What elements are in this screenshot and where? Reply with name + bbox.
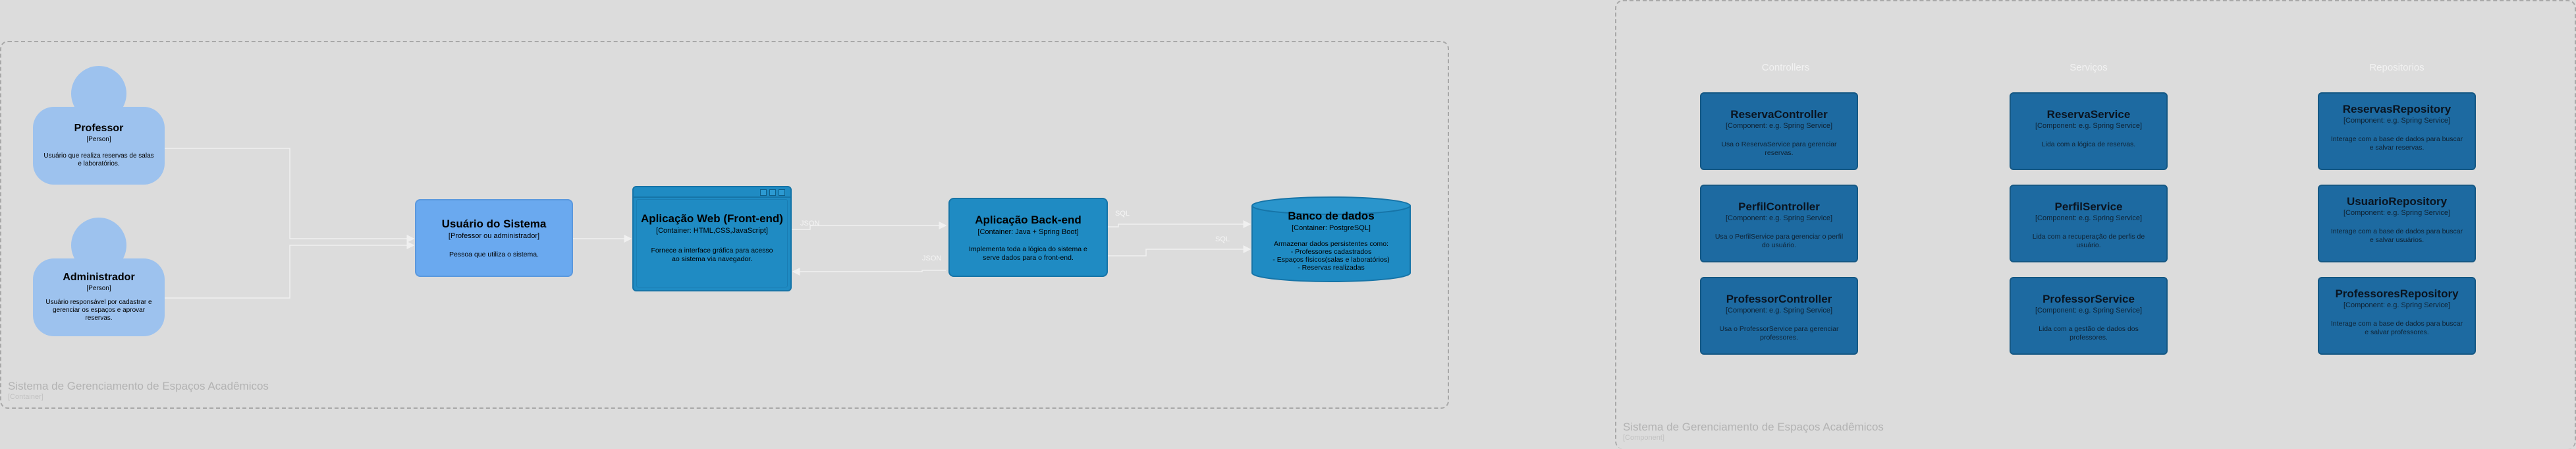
component-type: [Component: e.g. Spring Service] [2343, 301, 2451, 309]
component-perfil-controller[interactable]: PerfilController [Component: e.g. Spring… [1700, 185, 1858, 262]
edge-label-back-to-db-bottom: SQL [1215, 235, 1230, 243]
box-description: Pessoa que utiliza o sistema. [449, 251, 539, 258]
component-title: ProfessoresRepository [2335, 287, 2459, 300]
component-professores-repository[interactable]: ProfessoresRepository [Component: e.g. S… [2318, 277, 2476, 355]
edge-professor-to-usuario [165, 148, 415, 243]
box-title: Aplicação Web (Front-end) [641, 212, 783, 225]
edge-label-back-to-db-top: SQL [1115, 210, 1130, 218]
component-title: ProfessorController [1726, 293, 1832, 305]
component-type: [Component: e.g. Spring Service] [2343, 117, 2451, 125]
component-description: Interage com a base de dados para buscar… [2330, 320, 2463, 336]
column-header-servicos: Serviços [2069, 62, 2108, 73]
person-description: Usuário responsável por cadastrar e gere… [45, 299, 152, 322]
component-perfil-service[interactable]: PerfilService [Component: e.g. Spring Se… [2010, 185, 2168, 262]
edge-label-back-to-front: JSON [922, 254, 942, 262]
component-reserva-controller[interactable]: ReservaController [Component: e.g. Sprin… [1700, 92, 1858, 170]
component-description: Usa o ReservaService para gerenciar rese… [1721, 140, 1837, 157]
component-description: Interage com a base de dados para buscar… [2330, 135, 2463, 152]
component-type: [Component: e.g. Spring Service] [2035, 122, 2143, 130]
component-title: ReservaService [2046, 108, 2131, 121]
box-description: Fornece a interface gráfica para acesso … [651, 247, 773, 263]
browser-dot-icon [760, 189, 767, 196]
edge-label-front-to-back: JSON [800, 220, 820, 227]
component-professor-service[interactable]: ProfessorService [Component: e.g. Spring… [2010, 277, 2168, 355]
component-description: Usa o PerfilService para gerenciar o per… [1714, 233, 1844, 249]
box-type: [Container: Java + Spring Boot] [977, 228, 1079, 236]
person-name: Professor [74, 123, 124, 134]
box-type: [Container: PostgreSQL] [1292, 224, 1371, 232]
component-type: [Component: e.g. Spring Service] [2035, 307, 2143, 314]
component-boundary: Sistema de Gerenciamento de Espaços Acad… [1615, 0, 2576, 449]
component-type: [Component: e.g. Spring Service] [1725, 307, 1833, 314]
component-reservas-repository[interactable]: ReservasRepository [Component: e.g. Spri… [2318, 92, 2476, 170]
box-type: [Container: HTML,CSS,JavaScript] [656, 227, 768, 235]
component-description: Interage com a base de dados para buscar… [2330, 227, 2463, 244]
component-type: [Component: e.g. Spring Service] [1725, 214, 1833, 222]
component-usuario-repository[interactable]: UsuarioRepository [Component: e.g. Sprin… [2318, 185, 2476, 262]
component-description: Lida com a lógica de reservas. [2041, 140, 2136, 148]
edge-admin-to-usuario [165, 241, 415, 299]
component-type: [Component: e.g. Spring Service] [1725, 122, 1833, 130]
browser-bar [634, 187, 790, 198]
component-title: ProfessorService [2042, 293, 2135, 305]
component-boundary-type: [Component] [1623, 434, 1664, 442]
component-description: Lida com a recuperação de perfis de usuá… [2032, 233, 2145, 249]
person-name: Administrador [63, 272, 135, 283]
component-description: Lida com a gestão de dados dos professor… [2039, 325, 2139, 342]
person-professor[interactable]: Professor [Person] Usuário que realiza r… [33, 66, 165, 185]
edge-backend-to-db-bottom [1108, 245, 1251, 256]
component-professor-controller[interactable]: ProfessorController [Component: e.g. Spr… [1700, 277, 1858, 355]
browser-dot-icon [769, 189, 776, 196]
component-title: PerfilService [2054, 200, 2123, 213]
container-boundary-type: [Container] [8, 393, 43, 401]
component-title: PerfilController [1738, 200, 1820, 213]
container-frontend[interactable]: Aplicação Web (Front-end) [Container: HT… [632, 186, 792, 291]
person-body: Administrador [Person] Usuário responsáv… [33, 258, 165, 336]
column-header-repositorios: Repositorios [2369, 62, 2425, 73]
component-title: ReservaController [1730, 108, 1828, 121]
edge-frontend-to-backend [792, 222, 947, 230]
component-type: [Component: e.g. Spring Service] [2343, 209, 2451, 217]
component-title: ReservasRepository [2342, 103, 2452, 115]
box-title: Usuário do Sistema [441, 218, 547, 230]
person-type: [Person] [86, 136, 111, 143]
person-description: Usuário que realiza reservas de salas e … [43, 152, 154, 167]
system-usuario[interactable]: Usuário do Sistema [Professor ou adminis… [415, 199, 573, 277]
component-boundary-title: Sistema de Gerenciamento de Espaços Acad… [1623, 421, 1884, 433]
component-reserva-service[interactable]: ReservaService [Component: e.g. Spring S… [2010, 92, 2168, 170]
database-cylinder-icon [1251, 196, 1411, 282]
component-title: UsuarioRepository [2346, 195, 2448, 208]
edge-backend-to-frontend [792, 268, 946, 276]
box-title: Aplicação Back-end [975, 214, 1082, 226]
container-database[interactable]: Banco de dados [Container: PostgreSQL] A… [1251, 196, 1411, 282]
component-description: Usa o ProfessorService para gerenciar pr… [1719, 325, 1839, 342]
box-type: [Professor ou administrador] [448, 232, 540, 240]
container-boundary-title: Sistema de Gerenciamento de Espaços Acad… [8, 380, 269, 392]
box-description: Armazenar dados persistentes como: - Pro… [1273, 240, 1390, 272]
component-type: [Component: e.g. Spring Service] [2035, 214, 2143, 222]
container-boundary: Sistema de Gerenciamento de Espaços Acad… [0, 41, 1449, 409]
container-backend[interactable]: Aplicação Back-end [Container: Java + Sp… [948, 198, 1108, 277]
person-type: [Person] [86, 285, 111, 292]
box-title: Banco de dados [1288, 210, 1375, 222]
person-body: Professor [Person] Usuário que realiza r… [33, 107, 165, 185]
browser-dot-icon [779, 189, 785, 196]
box-description: Implementa toda a lógica do sistema e se… [969, 245, 1087, 262]
column-header-controllers: Controllers [1761, 62, 1810, 73]
edge-backend-to-db-top [1108, 220, 1251, 228]
person-administrador[interactable]: Administrador [Person] Usuário responsáv… [33, 218, 165, 336]
